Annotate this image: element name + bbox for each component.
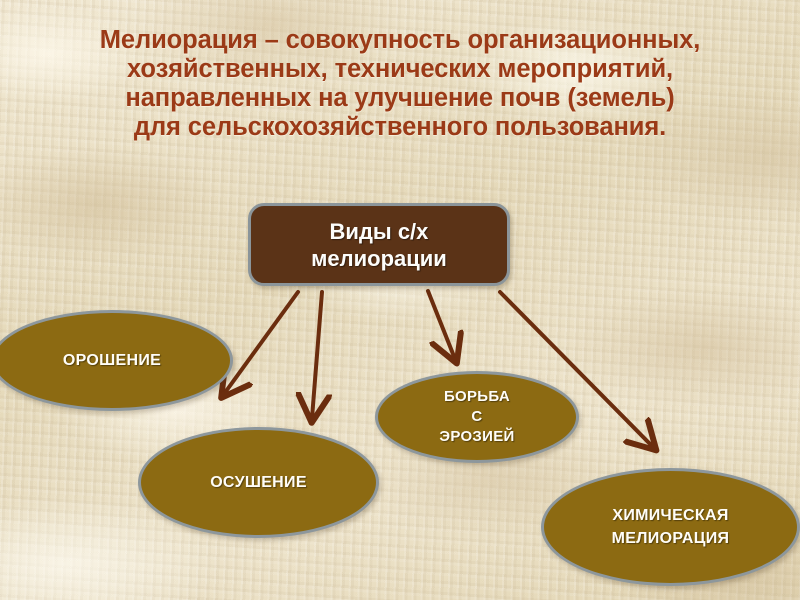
node-chemical-reclamation[interactable]: ХИМИЧЕСКАЯ МЕЛИОРАЦИЯ	[541, 468, 800, 586]
node-erosion-control-line-1: БОРЬБА	[443, 388, 511, 405]
node-chemical-reclamation-line-1: ХИМИЧЕСКАЯ	[612, 507, 729, 524]
arrow-to-drainage	[312, 290, 322, 418]
heading-line-1: Мелиорация – совокупность организационны…	[99, 26, 701, 54]
root-node-line-2: мелиорации	[311, 245, 447, 271]
node-drainage-line-1: ОСУШЕНИЕ	[210, 473, 307, 491]
heading-line-4: для сельскохозяйственного пользования.	[133, 113, 667, 141]
node-erosion-control-line-3: ЭРОЗИЕЙ	[439, 428, 515, 445]
node-chemical-reclamation-line-2: МЕЛИОРАЦИЯ	[611, 530, 730, 547]
arrow-to-chemical	[498, 290, 653, 447]
slide-heading: Мелиорация – совокупность организационны…	[0, 26, 800, 142]
node-irrigation-line-1: ОРОШЕНИЕ	[62, 351, 162, 369]
arrow-to-erosion	[426, 289, 455, 359]
node-drainage-label: ОСУШЕНИЕ	[210, 472, 307, 494]
arrow-to-irrigation	[224, 290, 300, 394]
root-node-line-1: Виды с/х	[329, 218, 429, 244]
node-erosion-control[interactable]: БОРЬБА С ЭРОЗИЕЙ	[375, 371, 579, 463]
node-erosion-control-label: БОРЬБА С ЭРОЗИЕЙ	[439, 387, 514, 447]
node-drainage[interactable]: ОСУШЕНИЕ	[138, 427, 379, 538]
root-node-types-of-reclamation[interactable]: Виды с/х мелиорации	[248, 203, 510, 286]
node-irrigation-label: ОРОШЕНИЕ	[63, 350, 161, 372]
node-chemical-reclamation-label: ХИМИЧЕСКАЯ МЕЛИОРАЦИЯ	[612, 504, 730, 550]
root-node-label: Виды с/х мелиорации	[311, 218, 447, 272]
heading-line-3: направленных на улучшение почв (земель)	[125, 84, 675, 112]
node-erosion-control-line-2: С	[471, 408, 483, 425]
node-irrigation[interactable]: ОРОШЕНИЕ	[0, 310, 233, 411]
heading-line-2: хозяйственных, технических мероприятий,	[126, 55, 674, 83]
